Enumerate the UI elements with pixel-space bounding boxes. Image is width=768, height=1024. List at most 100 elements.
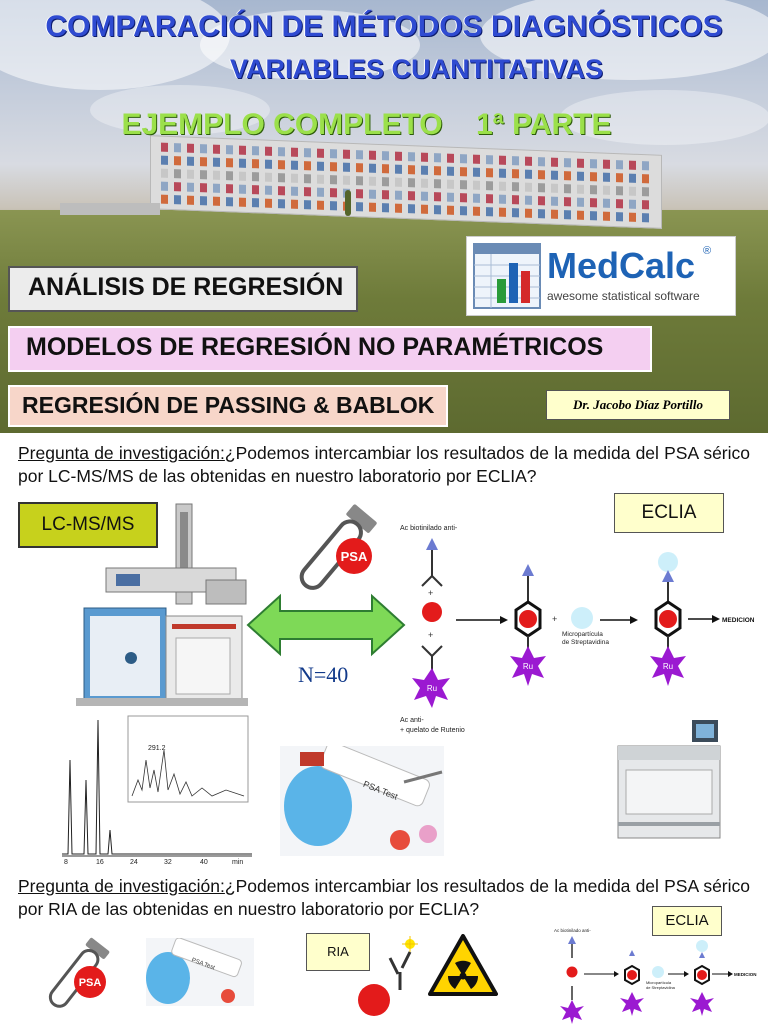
tick-24: 24: [130, 859, 138, 866]
building-window: [512, 169, 519, 179]
building-window: [278, 160, 285, 170]
eclia-diagram-small: Ac biotinilado anti- Micropartícula de S…: [554, 928, 757, 1024]
building-window: [278, 147, 285, 157]
psa-test-photo: PSA Test: [280, 746, 444, 856]
building-window: [616, 186, 623, 196]
building-window: [356, 176, 363, 186]
building-window: [304, 187, 311, 197]
tick-32: 32: [164, 859, 172, 866]
building-window: [356, 189, 363, 199]
building-window: [525, 156, 532, 166]
building-window: [161, 155, 168, 165]
building-window: [200, 170, 207, 180]
medicion-label-small: MEDICION: [734, 972, 757, 977]
building-window: [590, 159, 597, 169]
building-window: [369, 163, 376, 173]
building-window: [265, 159, 272, 169]
building-window: [603, 159, 610, 169]
building-window: [291, 199, 298, 209]
radiation-warning-icon: [428, 934, 498, 996]
building-window: [460, 206, 467, 216]
building-window: [551, 196, 558, 206]
medcalc-tagline: awesome statistical software: [547, 289, 700, 303]
strept-label-small: de Streptavidina: [646, 985, 676, 990]
building-window: [239, 145, 246, 155]
building-window: [174, 156, 181, 166]
building-window: [590, 185, 597, 195]
building-window: [330, 175, 337, 185]
building-window: [408, 191, 415, 201]
building-window: [291, 147, 298, 157]
author-label: Dr. Jacobo Díaz Portillo: [546, 390, 730, 420]
building-window: [642, 161, 649, 171]
building-window: [629, 160, 636, 170]
hero-banner: COMPARACIÓN DE MÉTODOS DIAGNÓSTICOS VARI…: [0, 0, 768, 433]
building-window: [460, 154, 467, 164]
peak-label: 291.2: [148, 745, 166, 752]
building-window: [252, 159, 259, 169]
strept-label: de Streptavidina: [562, 639, 609, 646]
building-window: [304, 174, 311, 184]
building-window: [642, 187, 649, 197]
building-window: [252, 198, 259, 208]
building-window: [447, 153, 454, 163]
building-window: [486, 155, 493, 165]
eclia-label: ECLIA: [614, 493, 724, 533]
building-window: [460, 180, 467, 190]
ru-label-3: Ru: [663, 662, 673, 671]
building-window: [200, 157, 207, 167]
eclia-diagram: Ac biotinilado anti- + + Ru Ac anti- + q…: [400, 525, 755, 734]
building-window: [265, 198, 272, 208]
building-window: [408, 178, 415, 188]
building-window: [226, 184, 233, 194]
building-window: [356, 150, 363, 160]
building-window: [564, 158, 571, 168]
building-window: [369, 202, 376, 212]
building-window: [421, 165, 428, 175]
ac-biotin-label: Ac biotinilado anti-: [400, 525, 458, 532]
building-window: [187, 182, 194, 192]
building-window: [343, 175, 350, 185]
building-window: [577, 158, 584, 168]
building-window: [304, 200, 311, 210]
building-window: [447, 179, 454, 189]
ru-label-2: Ru: [523, 662, 533, 671]
building-window: [538, 196, 545, 206]
building-window: [291, 186, 298, 196]
building-window: [551, 157, 558, 167]
building-window: [226, 171, 233, 181]
building-window: [642, 174, 649, 184]
sample-size: N=40: [298, 662, 349, 687]
building-window: [213, 170, 220, 180]
building-window: [382, 164, 389, 174]
building-window: [512, 208, 519, 218]
question-text-2: ¿Podemos intercambiar los resultados de …: [18, 876, 751, 919]
building-window: [226, 158, 233, 168]
building-window: [460, 167, 467, 177]
building-window: [213, 144, 220, 154]
building-window: [473, 206, 480, 216]
building-window: [629, 199, 636, 209]
building-window: [356, 202, 363, 212]
building-window: [486, 207, 493, 217]
building-window: [603, 198, 610, 208]
building-window: [187, 143, 194, 153]
double-arrow: [246, 593, 406, 657]
building-window: [213, 196, 220, 206]
low-building: [60, 203, 160, 215]
question-label-2: Pregunta de investigación:: [18, 876, 225, 896]
building-window: [629, 186, 636, 196]
research-question-1: Pregunta de investigación:¿Podemos inter…: [18, 442, 750, 488]
building-window: [330, 149, 337, 159]
building-window: [447, 166, 454, 176]
psa-icon-label: PSA: [341, 549, 368, 564]
building-window: [642, 200, 649, 210]
building-window: [603, 172, 610, 182]
building-window: [187, 156, 194, 166]
building-window: [629, 212, 636, 222]
building-window: [187, 195, 194, 205]
building-window: [317, 161, 324, 171]
tick-40: 40: [200, 859, 208, 866]
medcalc-name: MedCalc: [547, 245, 696, 286]
passing-bablok-label: REGRESIÓN DE PASSING & BABLOK: [8, 385, 448, 427]
